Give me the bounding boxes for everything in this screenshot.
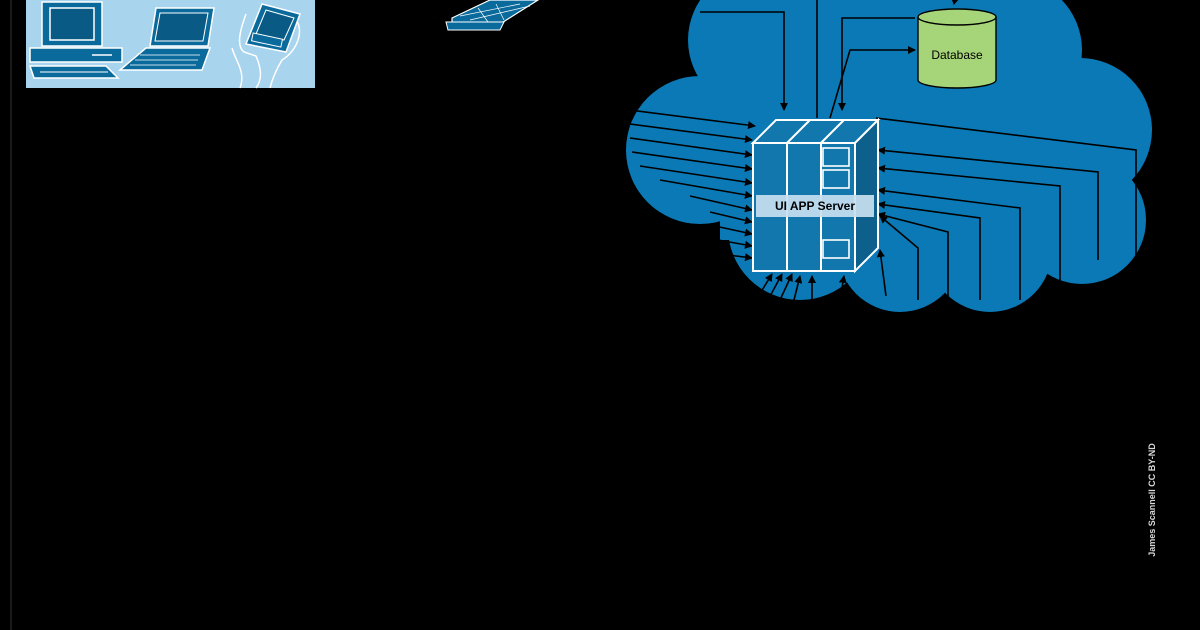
database-node: Database [917,8,997,89]
network-device-icon [445,0,540,31]
credit-text: James Scannell CC BY-ND [1147,443,1157,557]
cloud-shape [626,0,1152,312]
ui-app-server: UI APP Server [750,117,881,274]
server-label-band [756,195,874,217]
laptop-icon [117,7,215,71]
desktop-computer-icon [28,1,123,79]
connection-arrows [629,0,1137,301]
server-label: UI APP Server [775,199,855,213]
database-label: Database [931,48,983,62]
handheld-device-icon [231,3,301,89]
clients-panel [26,0,315,89]
